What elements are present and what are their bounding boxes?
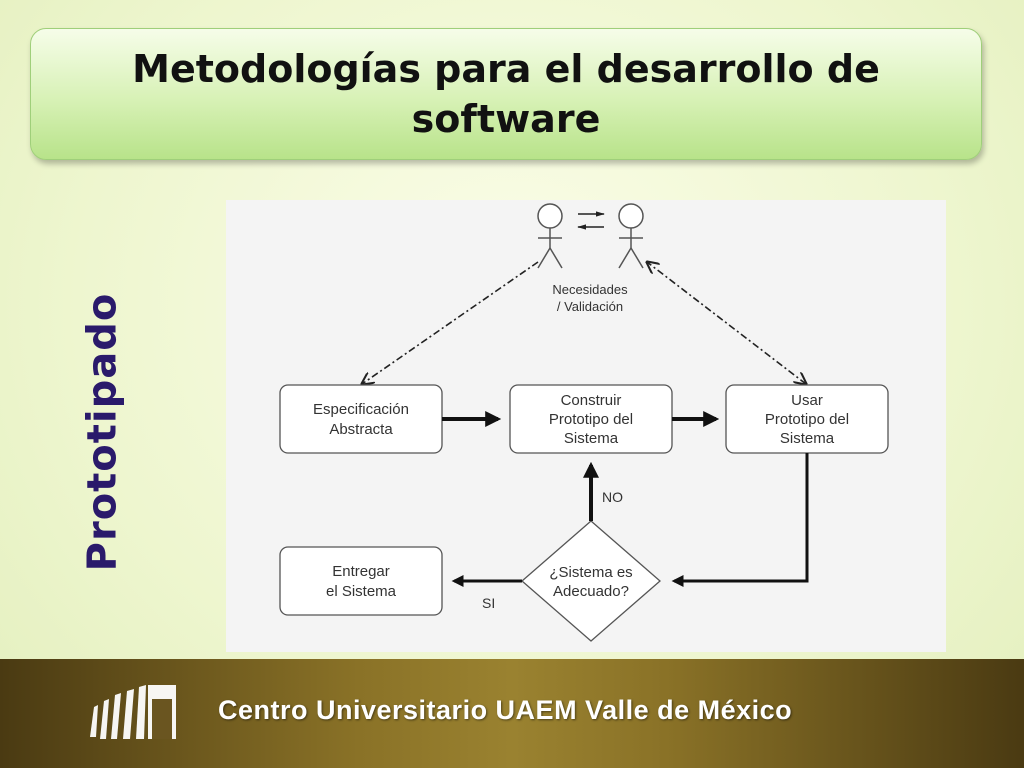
footer-bar: Centro Universitario UAEM Valle de Méxic… [0,659,1024,768]
node-spec: Especificación Abstracta [279,384,443,454]
node-build-line-2: Prototipo del [549,411,633,428]
node-build-line-1: Construir [561,392,622,409]
node-deliver: Entregar el Sistema [279,546,443,616]
title-box: Metodologías para el desarrollo de softw… [30,28,982,160]
node-use-line-3: Sistema [780,430,835,447]
node-decision: ¿Sistema es Adecuado? [521,520,661,642]
node-decision-line-2: Adecuado? [553,583,629,600]
node-decision-line-1: ¿Sistema es [549,564,632,581]
node-use-line-1: Usar [791,392,823,409]
footer-institution: Centro Universitario UAEM Valle de Méxic… [218,695,793,725]
diagram-panel: Necesidades / Validación Especificación … [226,200,946,652]
university-logo-icon [90,685,176,739]
node-spec-line-2: Abstracta [329,421,393,438]
slide-title-line-2: software [411,97,601,141]
actor-left [537,203,563,269]
actors-label-line-1: Necesidades [552,282,628,297]
side-label: Prototipado [62,293,142,572]
actor-right [618,203,644,269]
node-spec-line-1: Especificación [313,401,409,418]
edge-label-no: NO [602,489,623,505]
dashed-arrow-use-to-actor [647,262,806,384]
prototyping-diagram: Necesidades / Validación Especificación … [279,203,889,642]
dashed-arrow-to-spec [362,261,539,384]
node-use: Usar Prototipo del Sistema [725,384,889,454]
node-build: Construir Prototipo del Sistema [509,384,673,454]
node-deliver-line-1: Entregar [332,563,390,580]
slide-title-line-1: Metodologías para el desarrollo de [132,47,880,91]
node-build-line-3: Sistema [564,430,619,447]
actors-label-line-2: / Validación [557,299,623,314]
node-use-line-2: Prototipo del [765,411,849,428]
side-label-text: Prototipado [79,292,126,572]
arrow-use-to-decision [671,453,809,587]
edge-label-yes: SI [482,595,495,611]
node-deliver-line-2: el Sistema [326,583,397,600]
